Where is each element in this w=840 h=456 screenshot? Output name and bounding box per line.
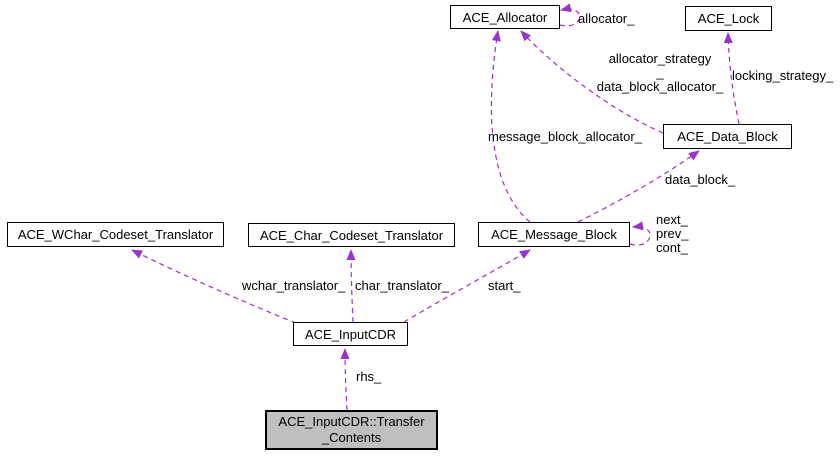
- node-ace-allocator[interactable]: ACE_Allocator: [450, 5, 560, 29]
- edge-inputcdr-to-message-block: [403, 249, 531, 323]
- edge-label-data-block: data_block_: [665, 172, 736, 187]
- node-ace-inputcdr-transfer-contents[interactable]: ACE_InputCDR::Transfer _Contents: [265, 410, 438, 450]
- edge-message-block-to-allocator: [490, 30, 531, 223]
- edge-message-block-self-loop: [629, 221, 651, 246]
- node-ace-lock[interactable]: ACE_Lock: [685, 6, 772, 31]
- node-ace-char-codeset-translator[interactable]: ACE_Char_Codeset_Translator: [248, 223, 455, 247]
- edge-label-next-prev-cont: next_ prev_ cont_: [656, 212, 689, 255]
- edge-label-allocator: allocator_: [578, 11, 635, 26]
- edge-inputcdr-to-wchar-translator: [131, 249, 297, 324]
- edge-label-locking-strategy: locking_strategy_: [732, 68, 834, 83]
- focus-node-label-line1: ACE_InputCDR::Transfer: [278, 414, 425, 429]
- edge-label-message-block-allocator: message_block_allocator_: [488, 129, 642, 144]
- edge-allocator-self-loop: [559, 3, 581, 27]
- focus-node-label-line2: _Contents: [321, 430, 382, 445]
- node-ace-inputcdr[interactable]: ACE_InputCDR: [293, 322, 408, 346]
- node-ace-data-block[interactable]: ACE_Data_Block: [663, 124, 792, 149]
- edge-label-rhs: rhs_: [356, 369, 382, 384]
- node-ace-wchar-codeset-translator[interactable]: ACE_WChar_Codeset_Translator: [7, 222, 224, 247]
- edge-transfer-contents-to-inputcdr: [340, 348, 350, 411]
- edge-label-start: start_: [488, 278, 521, 293]
- edge-label-char-translator: char_translator_: [355, 278, 449, 293]
- node-ace-message-block[interactable]: ACE_Message_Block: [478, 222, 630, 247]
- edge-data-block-to-lock: [723, 32, 740, 125]
- edge-inputcdr-to-char-translator: [346, 249, 356, 323]
- edge-label-wchar-translator: wchar_translator_: [242, 278, 346, 293]
- edge-label-allocator-strategy-data-block-allocator: allocator_strategy _ data_block_allocato…: [596, 51, 724, 94]
- edge-data-block-to-allocator: [520, 30, 664, 134]
